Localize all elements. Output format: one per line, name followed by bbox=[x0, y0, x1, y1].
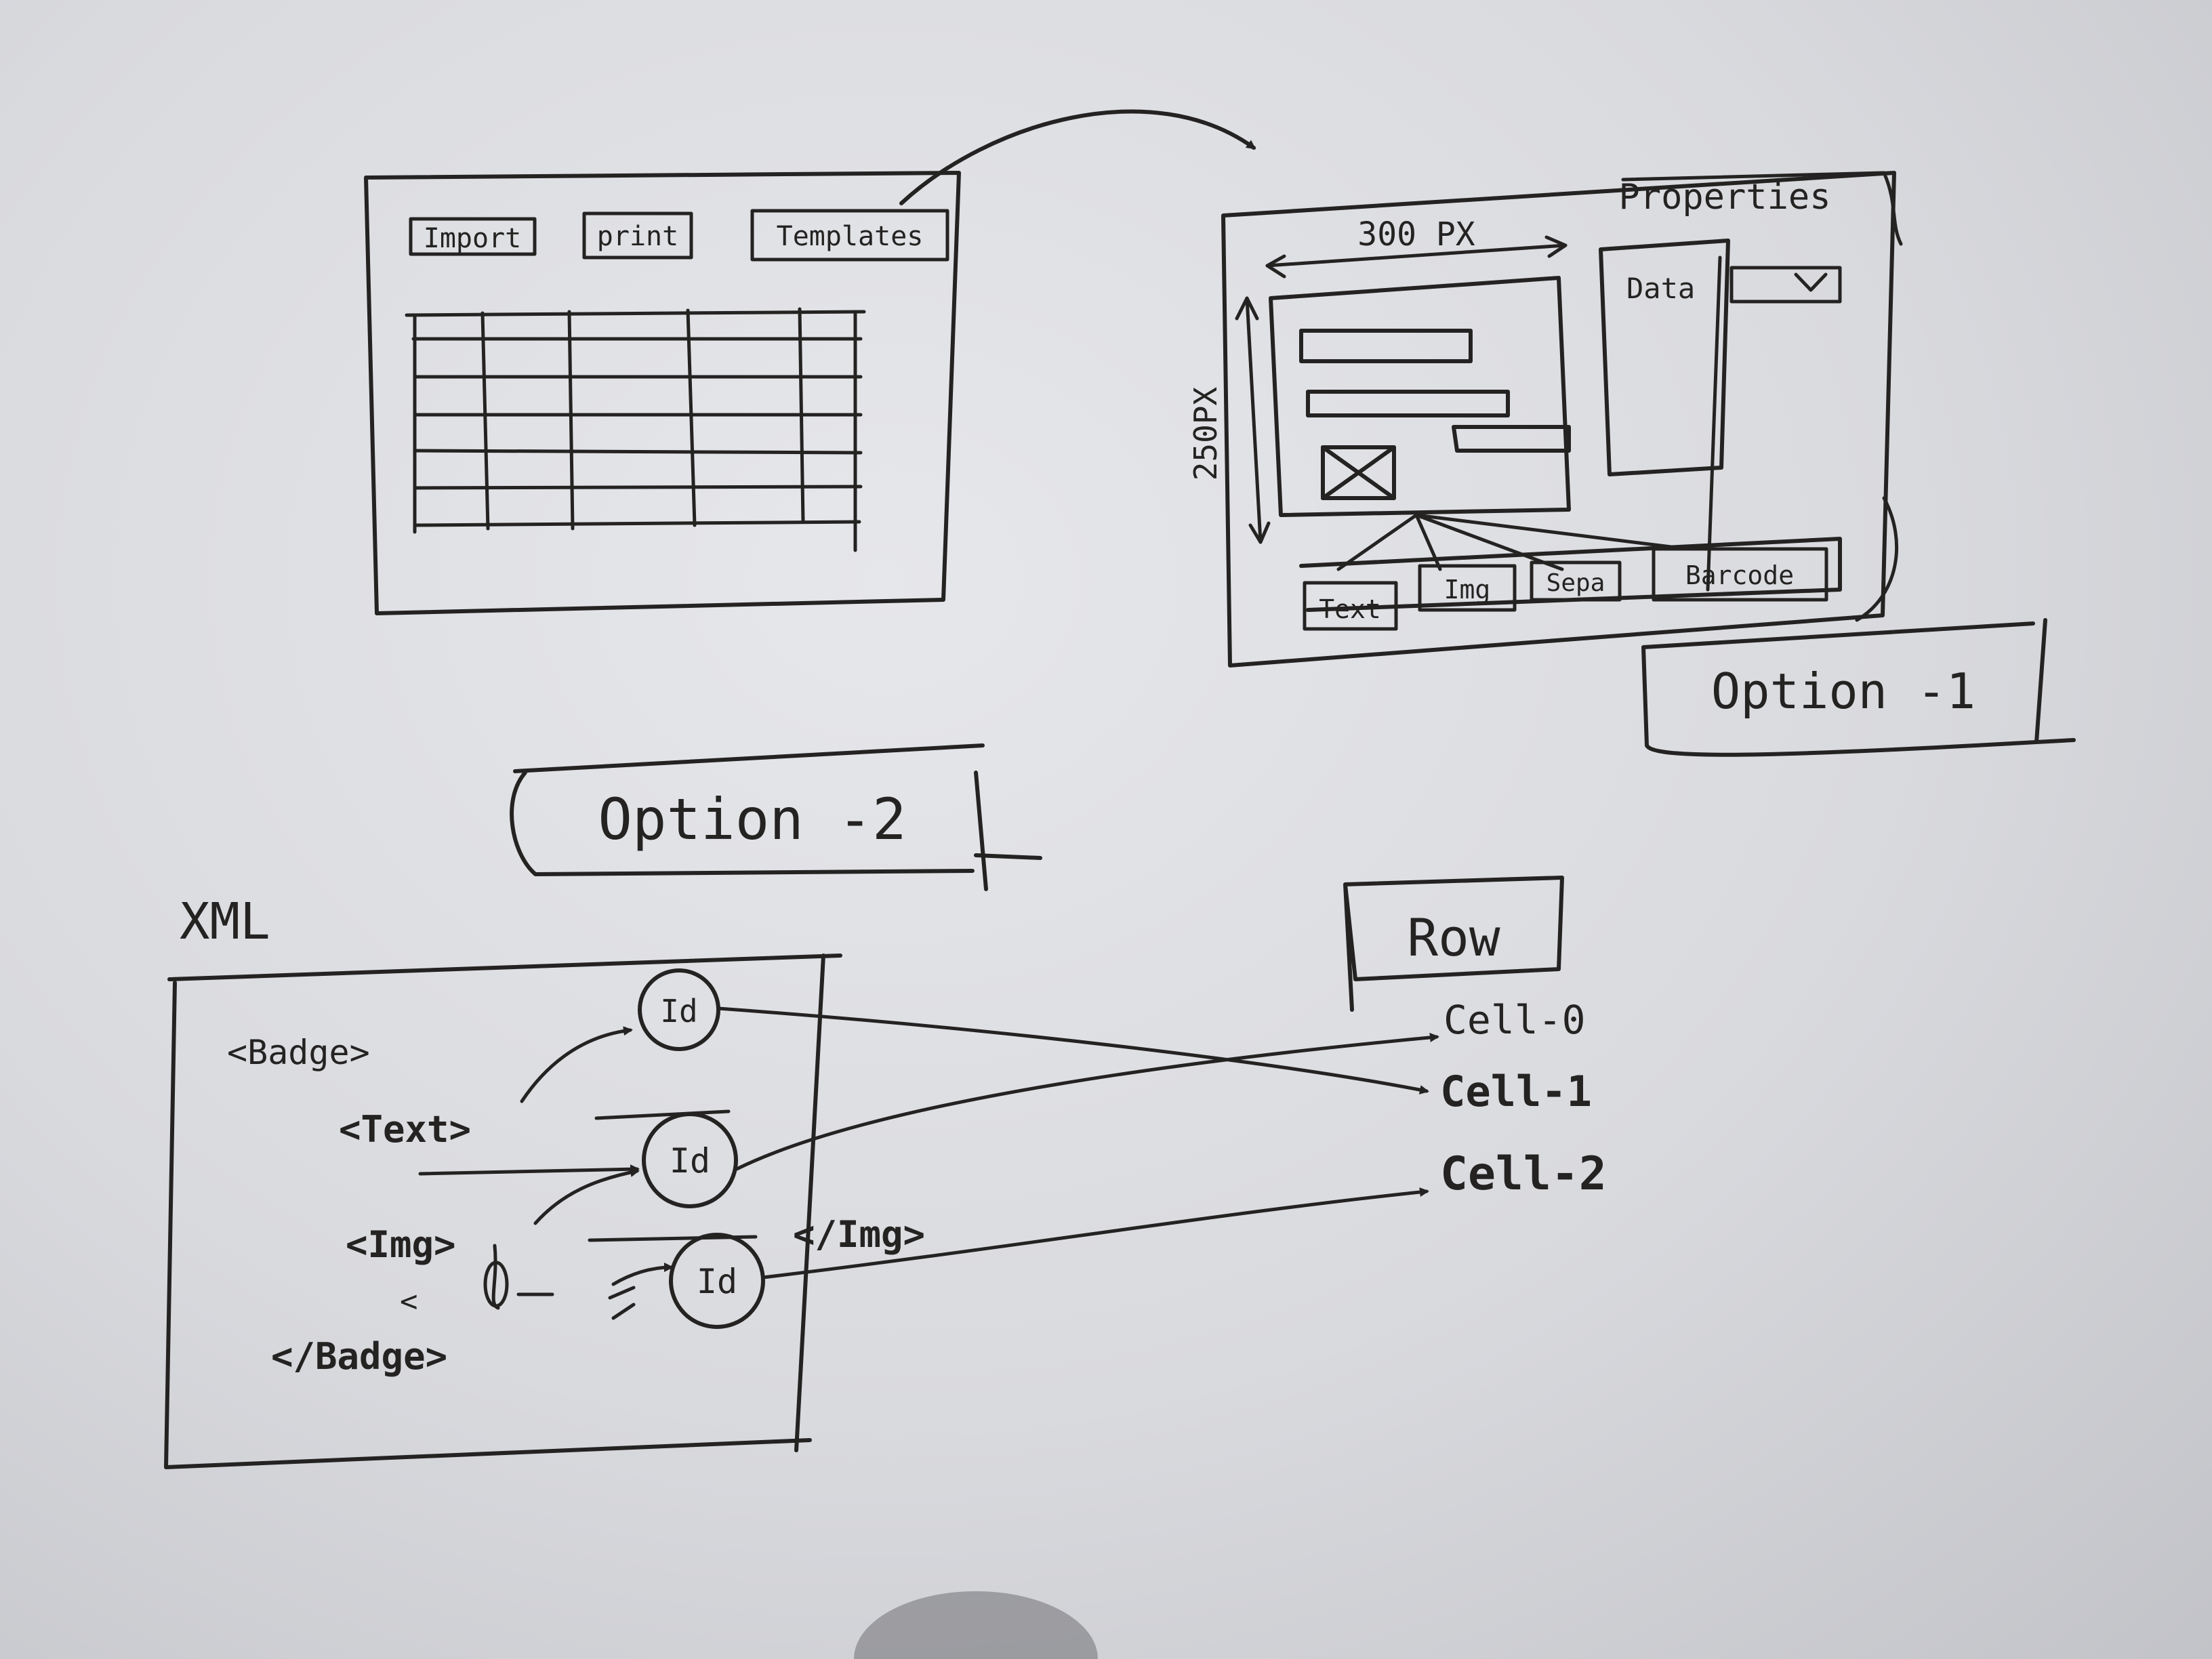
option-1-box: Option -1 bbox=[1641, 618, 2076, 757]
xml-tag-img-close: </Img> bbox=[793, 1213, 925, 1256]
id-node-1-label: Id bbox=[660, 993, 697, 1029]
row-header-box bbox=[1343, 876, 1564, 1012]
id1-to-cell1-arrow bbox=[716, 1006, 1429, 1094]
templates-button[interactable] bbox=[750, 209, 949, 262]
toolbox-img-label: Img bbox=[1444, 575, 1491, 605]
option-2-frame bbox=[510, 743, 1042, 891]
canvas-text-block bbox=[1299, 329, 1473, 363]
xml-title: XML bbox=[180, 893, 270, 951]
id2-to-cell0-arrow bbox=[735, 1032, 1439, 1171]
row-title: Row bbox=[1407, 907, 1500, 968]
row-cell-0: Cell-0 bbox=[1443, 997, 1586, 1043]
option-1-frame bbox=[1641, 618, 2076, 757]
hand-shadow bbox=[854, 1591, 1098, 1659]
xml-frame bbox=[164, 954, 842, 1469]
data-grid bbox=[405, 307, 866, 552]
toolbox-text-item[interactable] bbox=[1303, 581, 1398, 631]
canvas-text-line bbox=[1306, 390, 1510, 417]
xml-section: XML <Badge> <Text> <Img> < </Badge> </Im… bbox=[164, 893, 925, 1469]
main-wireframe: Import print Templates bbox=[364, 109, 1256, 615]
xml-tag-badge-close: </Badge> bbox=[271, 1335, 447, 1378]
data-dropdown[interactable] bbox=[1729, 266, 1842, 304]
option-1-label: Option -1 bbox=[1711, 663, 1975, 720]
templates-button-label: Templates bbox=[777, 221, 924, 252]
import-button-label: Import bbox=[424, 223, 522, 254]
toolbox-barcode-label: Barcode bbox=[1685, 560, 1794, 590]
editor-window-frame bbox=[1221, 171, 1896, 668]
print-button[interactable] bbox=[582, 211, 693, 260]
row-cell-2: Cell-2 bbox=[1440, 1147, 1607, 1201]
chevron-down-icon[interactable] bbox=[1794, 272, 1828, 292]
properties-divider bbox=[1706, 255, 1722, 592]
import-button[interactable] bbox=[409, 217, 537, 256]
id-node-2-label: Id bbox=[670, 1141, 710, 1181]
print-button-label: print bbox=[597, 221, 678, 252]
id-node-3 bbox=[669, 1233, 765, 1329]
option-2-box: Option -2 bbox=[510, 743, 1042, 891]
editor-wireframe: 300 PX 250PX Properties Data Text Img Se… bbox=[1187, 171, 1903, 668]
templates-to-editor-arrow bbox=[899, 109, 1256, 205]
xml-tag-text: <Text> bbox=[339, 1108, 471, 1151]
toolbox-separator-label: Sepa bbox=[1547, 569, 1605, 597]
xml-tag-partial: < bbox=[400, 1284, 418, 1319]
toolbox-text-label: Text bbox=[1319, 594, 1381, 624]
id3-to-cell2-arrow bbox=[761, 1187, 1429, 1279]
properties-label: Properties bbox=[1618, 177, 1830, 218]
canvas-separator bbox=[1452, 425, 1571, 453]
height-label: 250PX bbox=[1187, 386, 1224, 480]
xml-tag-badge-open: <Badge> bbox=[227, 1033, 370, 1072]
id-node-3-label: Id bbox=[697, 1262, 737, 1301]
row-section: Row Cell-0 Cell-1 Cell-2 bbox=[1343, 876, 1607, 1201]
height-dimension-line bbox=[1245, 296, 1263, 544]
width-label: 300 PX bbox=[1357, 216, 1475, 253]
toolbox-img-item[interactable] bbox=[1418, 564, 1517, 612]
main-window-frame bbox=[364, 171, 961, 615]
option-2-label: Option -2 bbox=[598, 786, 906, 853]
badge-canvas bbox=[1269, 276, 1571, 517]
xml-tag-img: <Img> bbox=[346, 1223, 456, 1266]
row-cell-1: Cell-1 bbox=[1440, 1067, 1592, 1116]
width-dimension-line bbox=[1265, 243, 1568, 268]
toolbox-separator-item[interactable] bbox=[1530, 560, 1622, 602]
canvas-image-placeholder bbox=[1321, 445, 1396, 500]
toolbox-barcode-item[interactable] bbox=[1652, 547, 1828, 602]
data-label: Data bbox=[1626, 272, 1695, 305]
properties-panel bbox=[1599, 239, 1730, 476]
mapping-arrows bbox=[716, 1006, 1439, 1279]
